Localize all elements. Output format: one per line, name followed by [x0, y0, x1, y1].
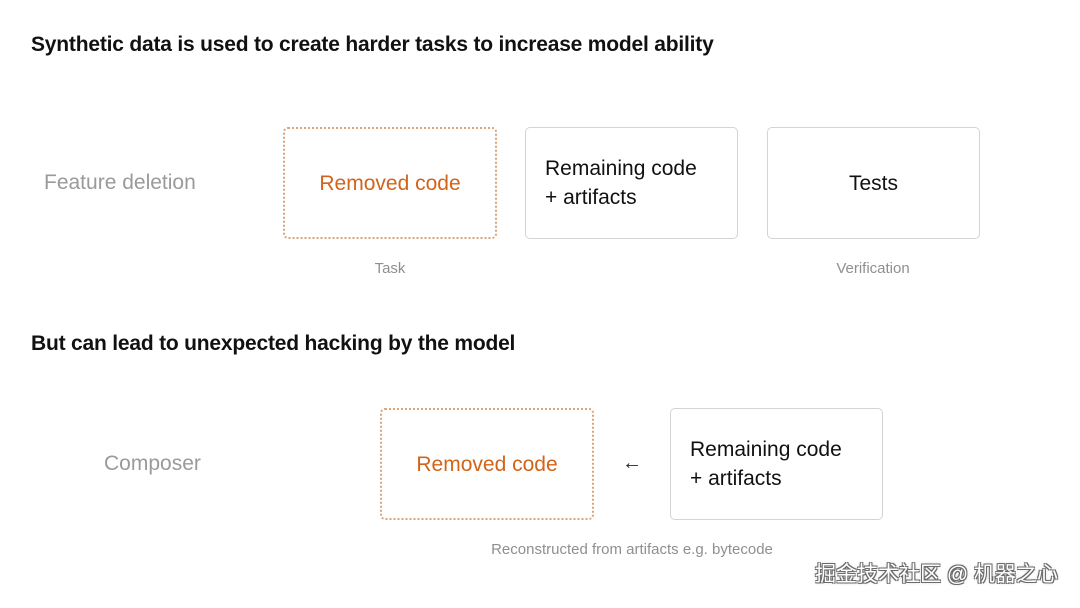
section1-heading: Synthetic data is used to create harder … — [31, 33, 714, 56]
remaining-code-box: Remaining code + artifacts — [525, 127, 738, 239]
tests-label: Tests — [848, 171, 898, 195]
remaining-code-box-2: Remaining code + artifacts — [670, 408, 883, 520]
tests-box: Tests — [767, 127, 980, 239]
left-arrow-icon: ← — [622, 452, 642, 474]
remaining-code-label: Remaining code + artifacts — [545, 157, 697, 209]
removed-code-box-2: Removed code — [380, 408, 594, 520]
reconstructed-caption: Reconstructed from artifacts e.g. byteco… — [491, 541, 773, 558]
row-label-feature-deletion: Feature deletion — [44, 171, 196, 194]
remaining-code-label-2: Remaining code + artifacts — [690, 438, 842, 490]
row-label-composer: Composer — [104, 452, 201, 475]
removed-code-label-2: Removed code — [416, 452, 558, 476]
verification-caption: Verification — [836, 260, 910, 277]
section2-heading: But can lead to unexpected hacking by th… — [31, 332, 516, 355]
task-caption: Task — [374, 260, 406, 277]
removed-code-box: Removed code — [283, 127, 497, 239]
removed-code-label: Removed code — [319, 171, 461, 195]
watermark: 掘金技术社区 @ 机器之心 — [815, 563, 1058, 586]
